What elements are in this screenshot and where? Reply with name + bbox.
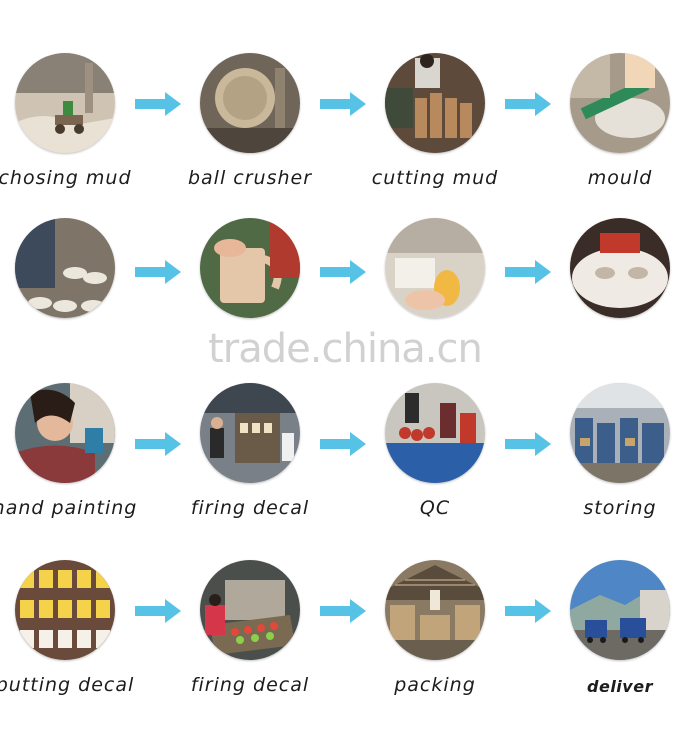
step-label: mould [587,167,653,189]
glazing-photo [385,218,485,318]
right-arrow-icon [135,92,181,116]
deliver-photo [570,560,670,660]
cutting-mud-photo [385,53,485,153]
step-label: deliver [587,677,653,696]
mould-cups-photo [15,218,115,318]
handle-attach-photo [200,218,300,318]
step-label: putting decal [0,674,135,696]
right-arrow-icon [320,260,366,284]
step-label: firing decal [190,497,310,519]
right-arrow-icon [505,599,551,623]
right-arrow-icon [135,432,181,456]
putting-decal-photo [15,560,115,660]
right-arrow-icon [505,432,551,456]
step-label: chosing mud [0,167,132,189]
qc-photo [385,383,485,483]
step-label: firing decal [190,674,310,696]
watermark: trade.china.cn [208,326,483,372]
chosing-mud-photo [15,53,115,153]
step-label: ball crusher [187,167,313,189]
right-arrow-icon [135,599,181,623]
step-label: QC [419,497,451,519]
right-arrow-icon [320,432,366,456]
step-label: hand painting [0,497,138,519]
firing-decal-2-photo [200,560,300,660]
right-arrow-icon [505,260,551,284]
mould-photo [570,53,670,153]
packing-photo [385,560,485,660]
hand-painting-photo [15,383,115,483]
step-label: cutting mud [371,167,499,189]
right-arrow-icon [320,92,366,116]
step-label: packing [394,674,476,696]
right-arrow-icon [320,599,366,623]
right-arrow-icon [135,260,181,284]
trimming-photo [570,218,670,318]
right-arrow-icon [505,92,551,116]
firing-decal-photo [200,383,300,483]
storing-photo [570,383,670,483]
ball-crusher-photo [200,53,300,153]
step-label: storing [583,497,657,519]
